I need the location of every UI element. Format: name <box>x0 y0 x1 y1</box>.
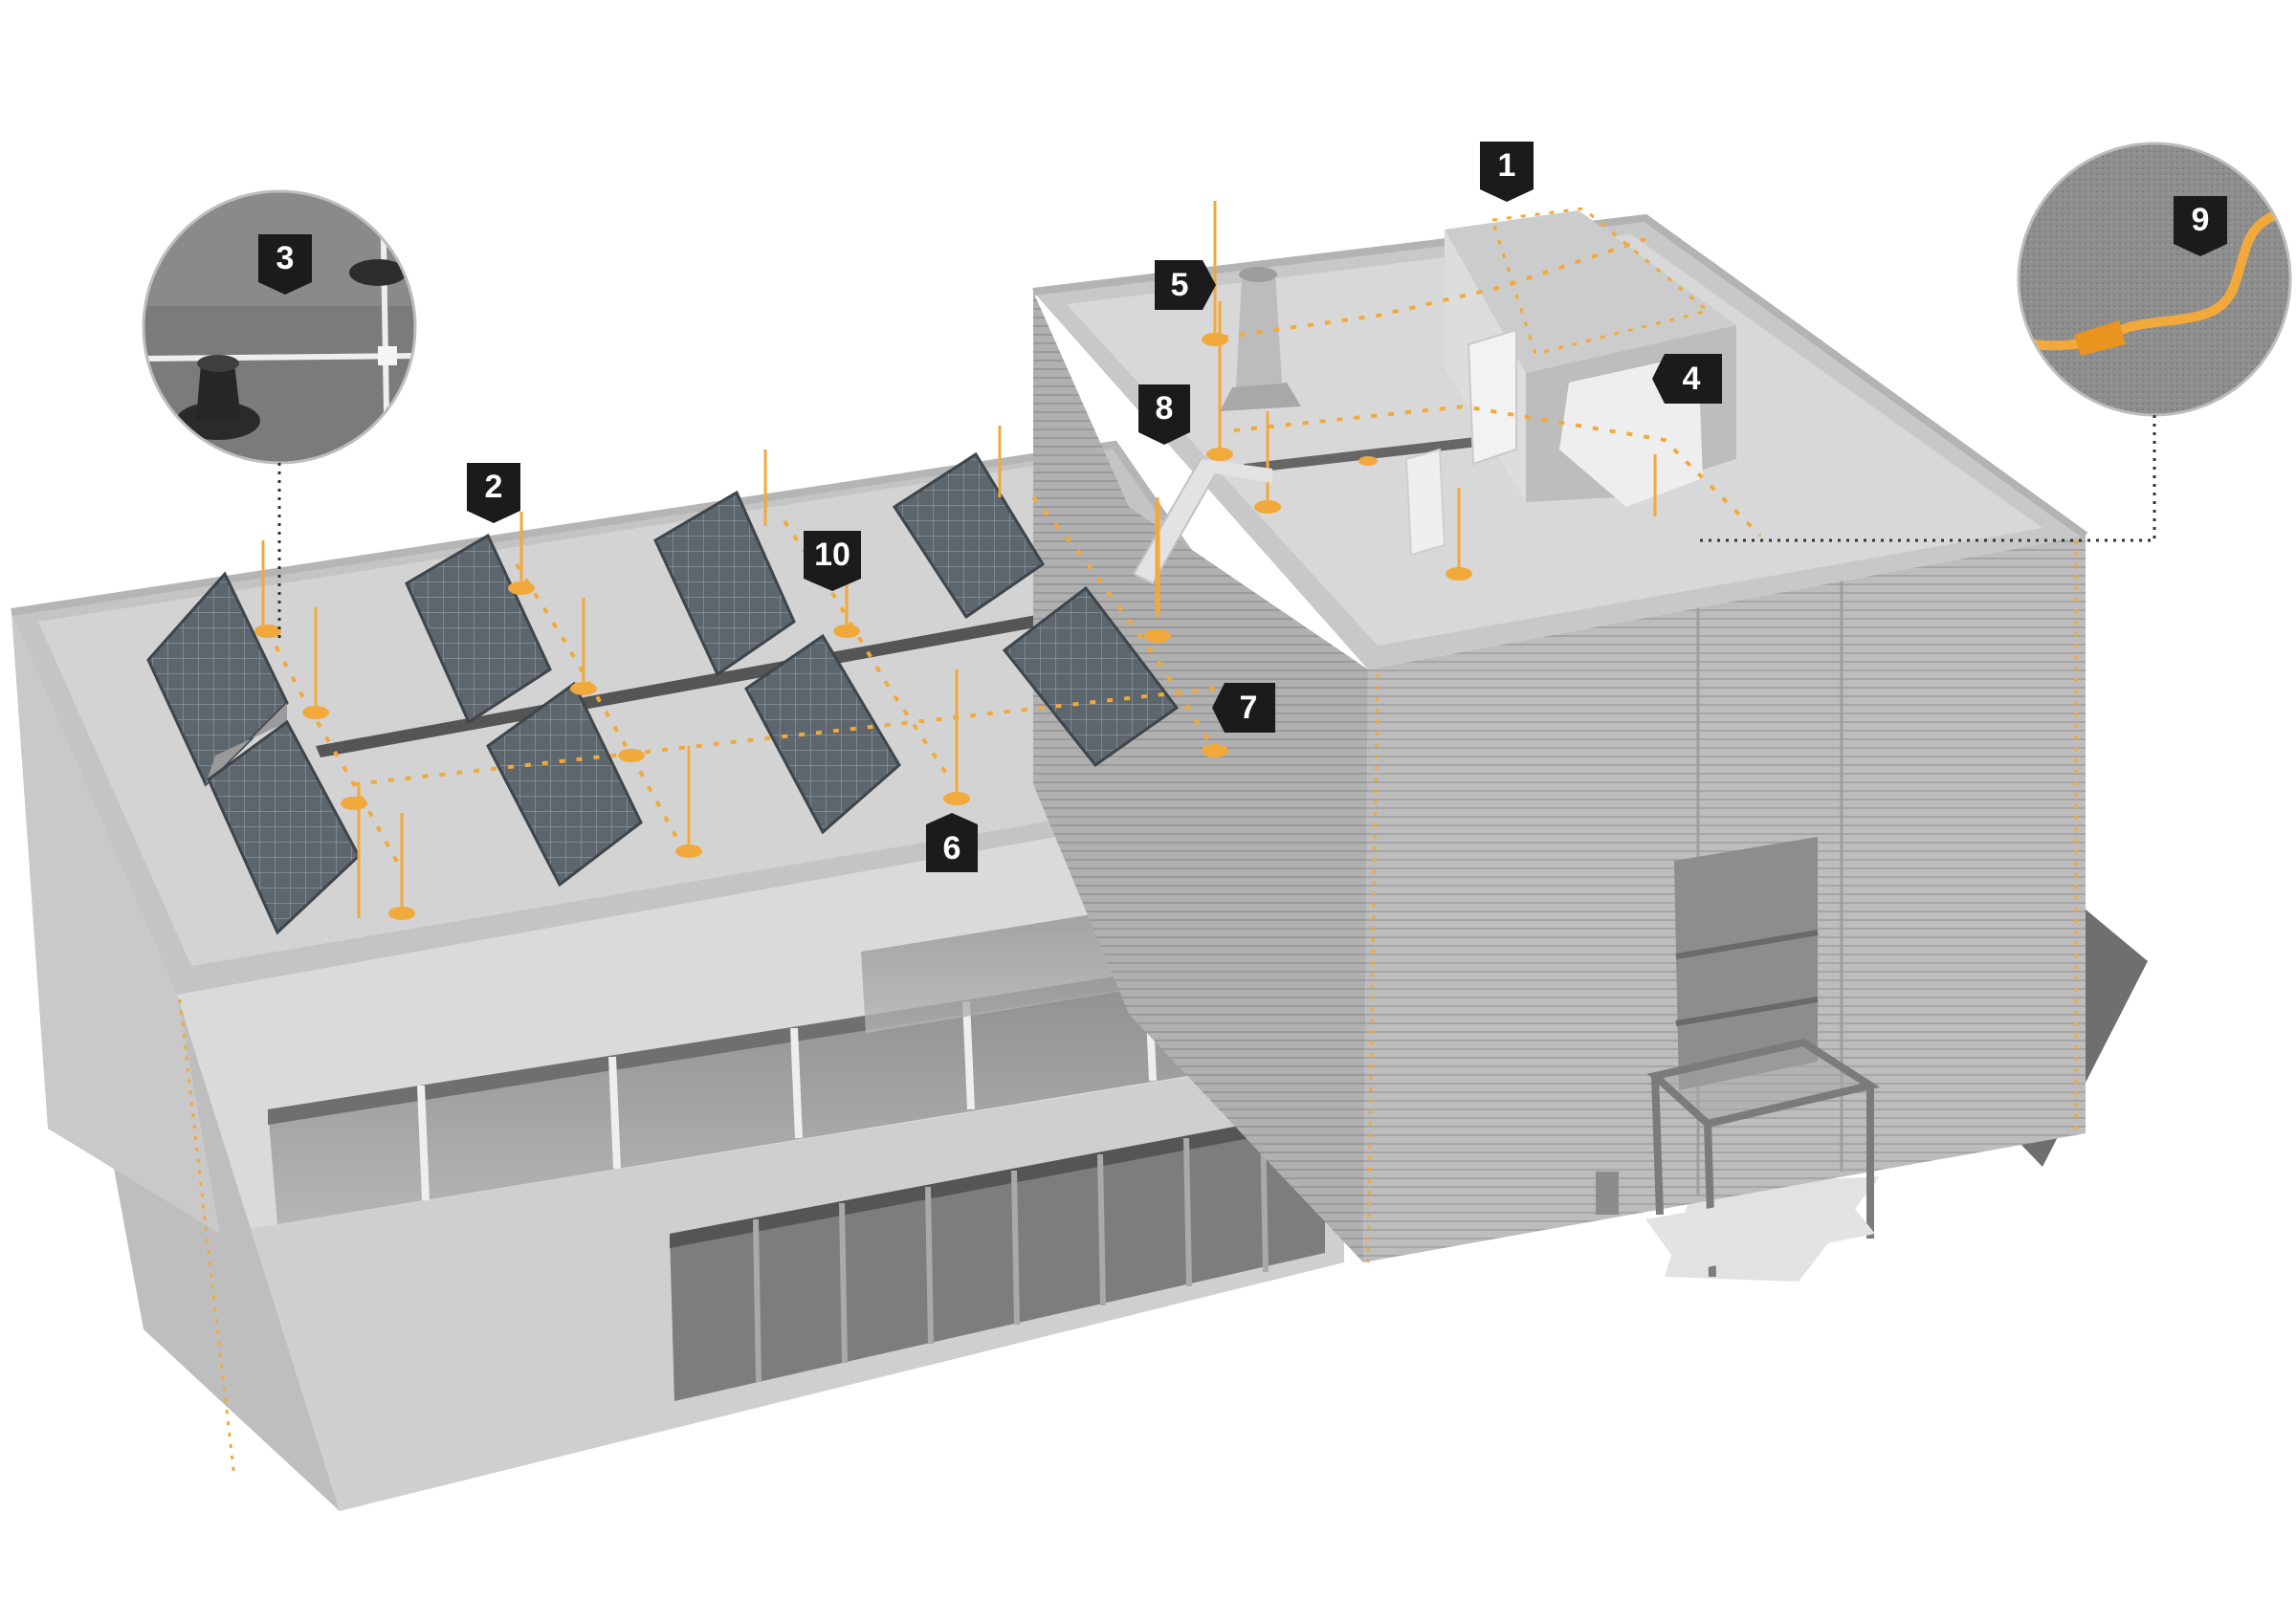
solar-panel <box>892 451 1046 620</box>
callout-1: 1 <box>1480 142 1534 202</box>
concrete-bases <box>254 333 1472 920</box>
solar-panels <box>146 451 1180 935</box>
callout-6-label: 6 <box>943 830 961 866</box>
callout-8: 8 <box>1138 384 1190 445</box>
solar-panel <box>744 633 901 835</box>
callout-3-label: 3 <box>276 240 295 276</box>
callout-7: 7 <box>1212 683 1275 733</box>
ground-floor-glazing <box>670 1109 1325 1401</box>
callout-5-label: 5 <box>1171 267 1189 303</box>
callout-9: 9 <box>2174 196 2227 256</box>
solar-panel <box>405 533 552 725</box>
callout-10-label: 10 <box>814 537 850 573</box>
callout-4-label: 4 <box>1683 361 1701 397</box>
callout-3: 3 <box>258 234 312 295</box>
solar-panel <box>146 571 289 787</box>
callouts: 1 2 3 4 5 6 7 8 <box>258 142 2227 872</box>
callout-6: 6 <box>926 813 978 872</box>
detail-circle-9 <box>1698 142 2292 542</box>
callout-7-label: 7 <box>1240 690 1258 726</box>
tall-building <box>1032 210 2088 1278</box>
callout-8-label: 8 <box>1156 390 1174 427</box>
callout-1-label: 1 <box>1498 147 1516 184</box>
solar-panel <box>486 681 643 888</box>
callout-4: 4 <box>1652 354 1722 404</box>
callout-2: 2 <box>467 463 520 523</box>
callout-2-label: 2 <box>485 469 503 505</box>
support-pipe <box>1132 457 1272 612</box>
solar-panel <box>653 490 796 677</box>
callout-9-label: 9 <box>2192 202 2210 238</box>
lightning-protection <box>178 201 2078 1479</box>
callout-10: 10 <box>804 531 861 591</box>
callout-5: 5 <box>1155 260 1216 310</box>
solar-panel <box>1002 585 1180 768</box>
